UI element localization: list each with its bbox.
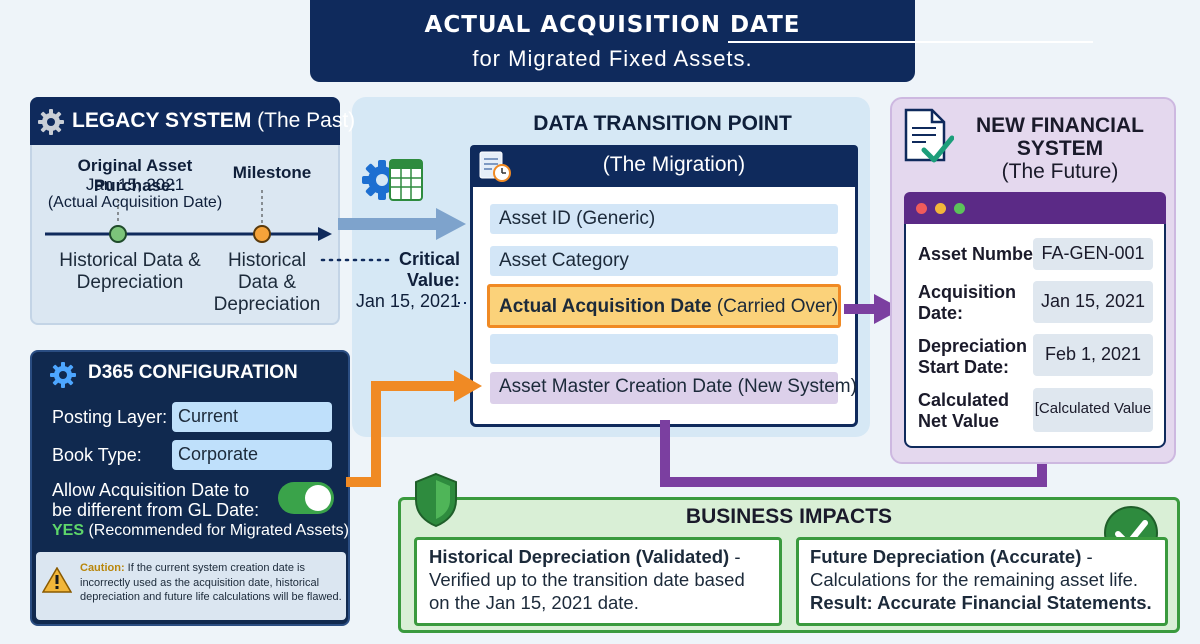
timeline-point-green: [109, 225, 127, 243]
book-type-label: Book Type:: [52, 445, 142, 465]
window-maximize-dot: [954, 203, 965, 214]
recommended-note: YES (Recommended for Migrated Assets): [52, 522, 350, 539]
gear-icon: [38, 109, 64, 135]
new-system-title: NEW FINANCIAL SYSTEM (The Future): [976, 114, 1144, 183]
transition-title: DATA TRANSITION POINT: [533, 112, 792, 135]
shield-icon: [415, 472, 457, 528]
legacy-system-title: LEGACY SYSTEM (The Past): [72, 109, 356, 132]
book-type-field[interactable]: Corporate: [172, 440, 332, 470]
historical-depreciation-card: [414, 537, 782, 626]
row-asset-category: Asset Category: [490, 246, 838, 276]
milestone-label: Milestone: [232, 163, 312, 182]
timeline-point-orange: [253, 225, 271, 243]
acquisition-date-value: Jan 15, 2021: [1033, 281, 1153, 323]
row-empty: [490, 334, 838, 364]
asset-number-label: Asset Number:: [918, 244, 1047, 264]
row-asset-id: Asset ID (Generic): [490, 204, 838, 234]
warning-icon: [42, 567, 72, 593]
posting-layer-field[interactable]: Current: [172, 402, 332, 432]
new-system-window-titlebar: [904, 192, 1166, 224]
depreciation-start-value: Feb 1, 2021: [1033, 334, 1153, 376]
future-depreciation-card: [796, 537, 1168, 626]
legacy-timeline: [45, 190, 332, 243]
document-clock-icon: [479, 151, 511, 182]
posting-layer-label: Posting Layer:: [52, 407, 168, 427]
asset-number-value: FA-GEN-001: [1033, 238, 1153, 270]
original-purchase-label: Original Asset Purchase:: [77, 156, 193, 195]
migration-label: (The Migration): [602, 153, 746, 176]
title-subtitle: for Migrated Fixed Assets.: [472, 46, 753, 71]
dotted-connector: [320, 258, 394, 262]
historical-data-label-1: Historical Data & Depreciation: [59, 250, 201, 293]
critical-value-label: Critical Value: Jan 15, 2021: [355, 249, 460, 311]
legacy-system-header: LEGACY SYSTEM (The Past): [30, 97, 355, 145]
toggle-knob: [305, 485, 331, 511]
legacy-to-migration-arrow: [338, 208, 466, 240]
original-purchase-date: Jan 15, 2021: [85, 175, 185, 194]
caution-box: [36, 552, 346, 620]
caution-text: Caution: If the current system creation …: [80, 562, 342, 603]
historical-depreciation-text: Historical Depreciation (Validated) - Ve…: [429, 546, 745, 613]
historical-data-label-2: Historical Data & Depreciation: [213, 250, 321, 315]
calculated-net-value: [Calculated Value: [1033, 388, 1153, 432]
gear-icon: [50, 362, 76, 388]
migration-to-new-arrow: [844, 294, 902, 324]
row-actual-acquisition-date: Actual Acquisition Date (Carried Over): [487, 284, 841, 328]
window-close-dot: [916, 203, 927, 214]
migration-header: (The Migration): [470, 145, 858, 187]
row-asset-master-creation-date: Asset Master Creation Date (New System): [490, 372, 857, 404]
allow-acquisition-date-label: Allow Acquisition Date to be different f…: [52, 480, 260, 520]
title-underline: [728, 41, 1093, 43]
future-depreciation-text: Future Depreciation (Accurate) - Calcula…: [810, 546, 1152, 613]
original-purchase-note: (Actual Acquisition Date): [47, 194, 223, 211]
spreadsheet-gear-icon: [362, 159, 423, 201]
title-main: ACTUAL ACQUISITION DATE: [424, 12, 801, 38]
d365-to-migration-arrow: [346, 370, 482, 487]
document-check-icon: [904, 108, 954, 163]
title-banner: ACTUAL ACQUISITION DATE for Migrated Fix…: [310, 0, 1093, 82]
d365-title: D365 CONFIGURATION: [88, 362, 298, 383]
window-minimize-dot: [935, 203, 946, 214]
business-impacts-title: BUSINESS IMPACTS: [685, 505, 893, 528]
allow-acquisition-date-toggle[interactable]: [278, 482, 334, 514]
